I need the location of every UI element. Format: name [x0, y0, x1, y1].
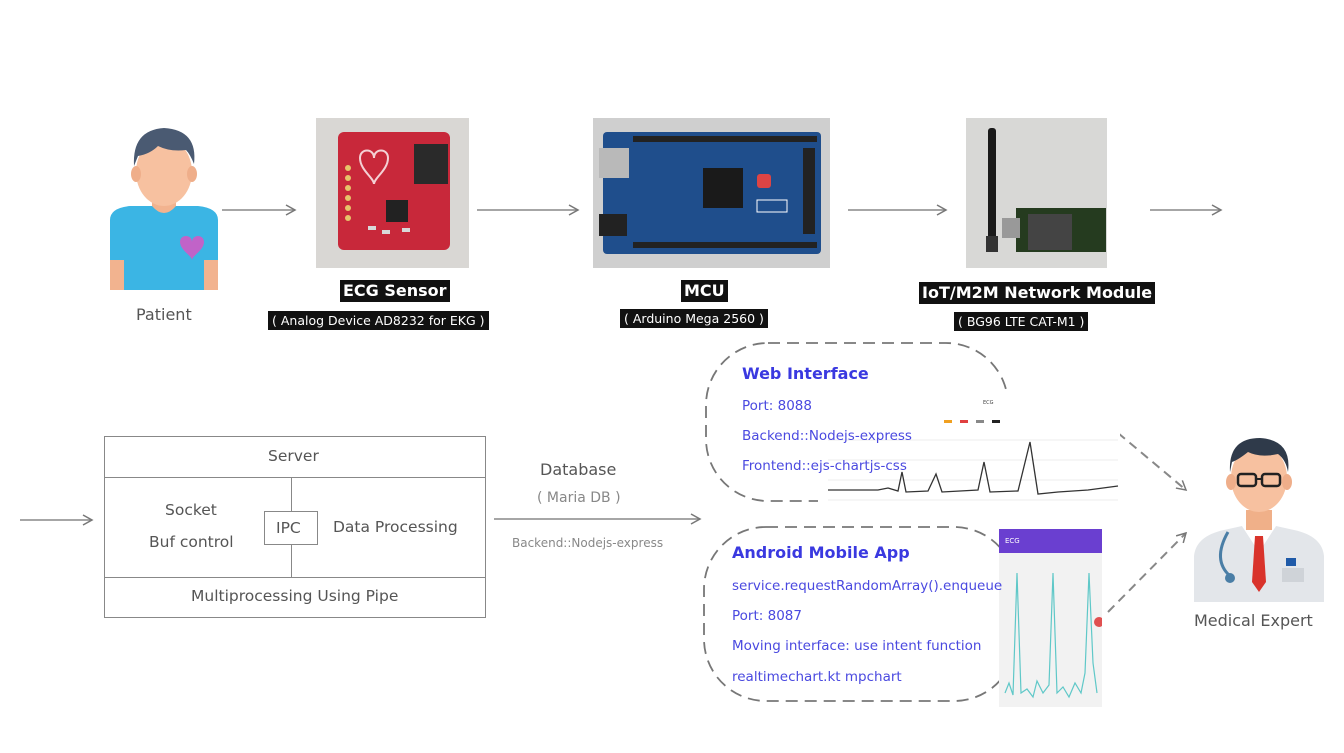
ecg-sensor-title: ECG Sensor — [340, 280, 450, 302]
android-app-screenshot: ECG — [999, 529, 1102, 707]
web-chart-screenshot: ECG — [818, 390, 1120, 522]
web-ecg-line — [828, 441, 1119, 495]
socket-label: Socket — [165, 501, 217, 519]
database-backend: Backend::Nodejs-express — [512, 536, 664, 550]
data-processing-label: Data Processing — [333, 518, 458, 536]
web-interface-title: Web Interface — [742, 364, 869, 383]
dashed-arrow-app-expert — [1107, 531, 1188, 613]
mcu-photo — [593, 118, 830, 268]
database-label: Database — [540, 460, 617, 479]
ecg-sensor-subtitle: ( Analog Device AD8232 for EKG ) — [268, 311, 489, 330]
server-box: Server Socket Buf control IPC Data Proce… — [104, 436, 486, 618]
web-chart-title: ECG — [983, 400, 994, 406]
android-app-title: Android Mobile App — [732, 543, 910, 562]
android-app-port: Port: 8087 — [732, 608, 802, 624]
android-record-button[interactable] — [1094, 617, 1102, 627]
database-sub: ( Maria DB ) — [537, 490, 621, 506]
server-footer-divider — [105, 577, 485, 578]
web-interface-frontend: Frontend::ejs-chartjs-css — [742, 458, 907, 474]
server-header: Server — [268, 447, 319, 465]
network-module-subtitle: ( BG96 LTE CAT-M1 ) — [954, 312, 1089, 331]
android-app-service: service.requestRandomArray().enqueue — [732, 578, 1003, 594]
network-module-photo — [966, 118, 1107, 268]
patient-icon — [110, 128, 218, 290]
buf-control-label: Buf control — [149, 533, 234, 551]
android-app-chart: realtimechart.kt mpchart — [732, 669, 902, 685]
server-footer: Multiprocessing Using Pipe — [191, 587, 399, 605]
mcu-title: MCU — [681, 280, 728, 302]
mcu-subtitle: ( Arduino Mega 2560 ) — [620, 309, 768, 328]
server-header-divider — [105, 477, 485, 478]
ecg-sensor-photo — [316, 118, 469, 268]
android-ecg-line — [1004, 572, 1098, 699]
ipc-label: IPC — [276, 519, 301, 537]
medical-expert-label: Medical Expert — [1194, 611, 1313, 630]
android-app-moving: Moving interface: use intent function — [732, 638, 982, 654]
patient-label: Patient — [136, 305, 192, 324]
medical-expert-icon — [1194, 438, 1324, 602]
web-interface-port: Port: 8088 — [742, 398, 812, 414]
network-module-title: IoT/M2M Network Module — [919, 282, 1156, 304]
android-app-bar-title: ECG — [1005, 537, 1020, 545]
dashed-arrow-web-expert — [1117, 432, 1188, 491]
android-app-bar — [999, 529, 1102, 553]
ipc-box — [264, 511, 318, 545]
web-interface-backend: Backend::Nodejs-express — [742, 428, 912, 444]
